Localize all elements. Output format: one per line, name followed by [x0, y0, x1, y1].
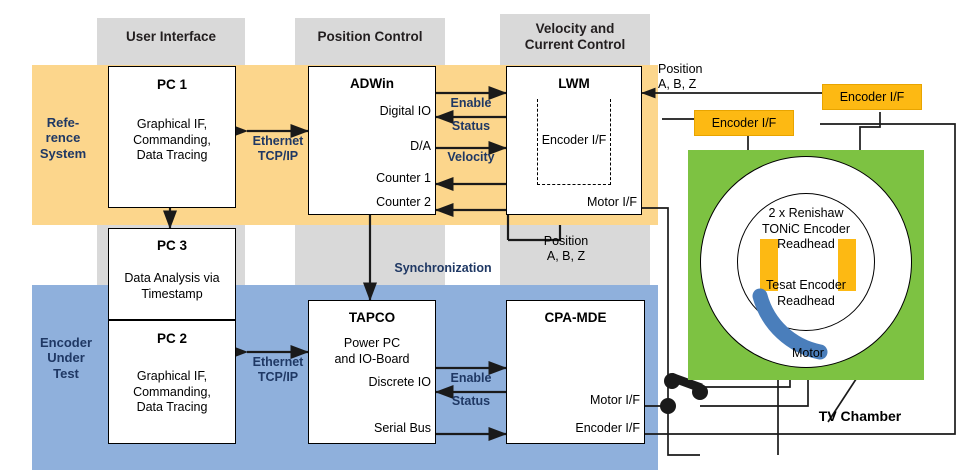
block-title: TAPCO: [348, 310, 396, 325]
block-body: Graphical IF, Commanding, Data Tracing: [133, 369, 211, 415]
block-lwm[interactable]: LWM Encoder I/F Motor I/F: [506, 66, 642, 215]
signal-ethernet-bottom: Ethernet TCP/IP: [252, 355, 304, 384]
block-tapco[interactable]: TAPCO Power PC and IO-Board Discrete IO …: [308, 300, 436, 444]
block-pc2[interactable]: PC 2 Graphical IF, Commanding, Data Trac…: [108, 320, 236, 444]
signal-position-top: Position A, B, Z: [658, 62, 703, 91]
port-counter-2: Counter 2: [376, 195, 431, 209]
block-body: Data Analysis via Timestamp: [124, 271, 220, 301]
port-encoder-if: Encoder I/F: [575, 421, 640, 435]
motor-label: Motor: [792, 346, 824, 360]
column-header-label: Position Control: [317, 29, 423, 45]
signal-enable-top: Enable: [450, 96, 492, 110]
column-header-user-interface: User Interface: [97, 18, 245, 56]
encoder-if-label: Encoder I/F: [711, 116, 777, 130]
encoder-if-label: Encoder I/F: [839, 90, 905, 104]
column-header-label: Velocity and Current Control: [524, 21, 626, 52]
encoder-if-left[interactable]: Encoder I/F: [694, 110, 794, 136]
column-header-velocity-current-control: Velocity and Current Control: [500, 14, 650, 60]
block-title: PC 2: [156, 331, 187, 346]
block-title: LWM: [558, 76, 590, 91]
column-header-position-control: Position Control: [295, 18, 445, 56]
block-title: PC 3: [156, 238, 187, 253]
block-adwin[interactable]: ADWin Digital IO D/A Counter 1 Counter 2: [308, 66, 436, 215]
port-motor-if: Motor I/F: [586, 195, 637, 209]
tv-chamber-label: TV Chamber: [818, 408, 902, 424]
signal-enable-bottom: Enable: [450, 371, 492, 385]
feedthrough-dot: [660, 398, 676, 414]
port-motor-if: Motor I/F: [589, 393, 640, 407]
system-band-label: Refe- rence System: [39, 115, 87, 161]
block-pc1[interactable]: PC 1 Graphical IF, Commanding, Data Trac…: [108, 66, 236, 208]
signal-velocity: Velocity: [447, 150, 495, 164]
block-title: ADWin: [349, 76, 395, 91]
block-cpa-mde[interactable]: CPA-MDE Motor I/F Encoder I/F: [506, 300, 645, 444]
block-body: Graphical IF, Commanding, Data Tracing: [133, 117, 211, 163]
readhead-left: [760, 239, 778, 291]
encoder-if-right[interactable]: Encoder I/F: [822, 84, 922, 110]
port-discrete-io: Discrete IO: [368, 375, 431, 389]
port-counter-1: Counter 1: [376, 171, 431, 185]
signal-status-top: Status: [451, 119, 491, 133]
lwm-encoder-if-region: [537, 99, 611, 185]
readhead-right: [838, 239, 856, 291]
chamber-text-bottom: Tesat Encoder Readhead: [766, 278, 846, 308]
feedthrough-bar: [669, 372, 703, 393]
motor-arc: [752, 288, 828, 360]
block-title: CPA-MDE: [544, 310, 607, 325]
port-serial-bus: Serial Bus: [374, 421, 431, 435]
column-header-label: User Interface: [125, 29, 217, 45]
block-body: Power PC and IO-Board: [334, 336, 410, 366]
port-digital-io: Digital IO: [379, 104, 431, 118]
signal-status-bottom: Status: [451, 394, 491, 408]
block-pc3[interactable]: PC 3 Data Analysis via Timestamp: [108, 228, 236, 320]
system-band-label: Encoder Under Test: [39, 335, 92, 381]
signal-synchronization: Synchronization: [394, 261, 492, 275]
chamber-text-top: 2 x Renishaw TONiC Encoder Readhead: [762, 206, 850, 252]
lwm-encoder-if-label: Encoder I/F: [541, 133, 607, 147]
signal-position-mid: Position A, B, Z: [543, 234, 589, 263]
signal-ethernet-top: Ethernet TCP/IP: [252, 134, 304, 163]
block-title: PC 1: [156, 77, 187, 92]
port-da: D/A: [410, 139, 431, 153]
